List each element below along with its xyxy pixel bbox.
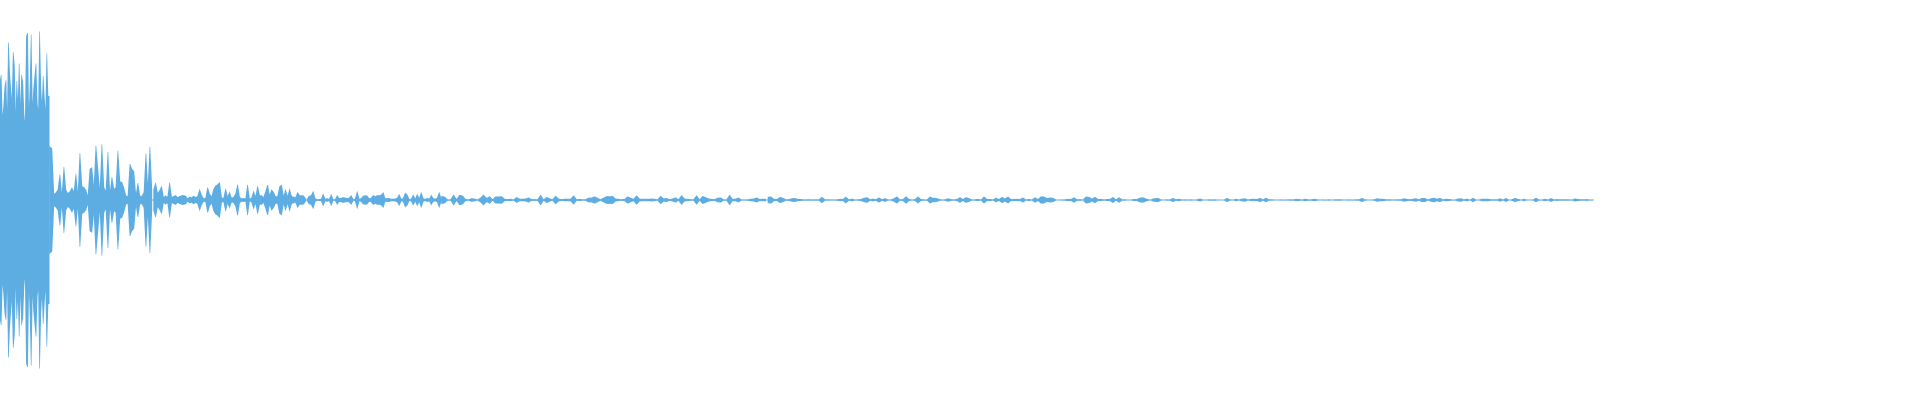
waveform-trace — [0, 31, 1594, 369]
